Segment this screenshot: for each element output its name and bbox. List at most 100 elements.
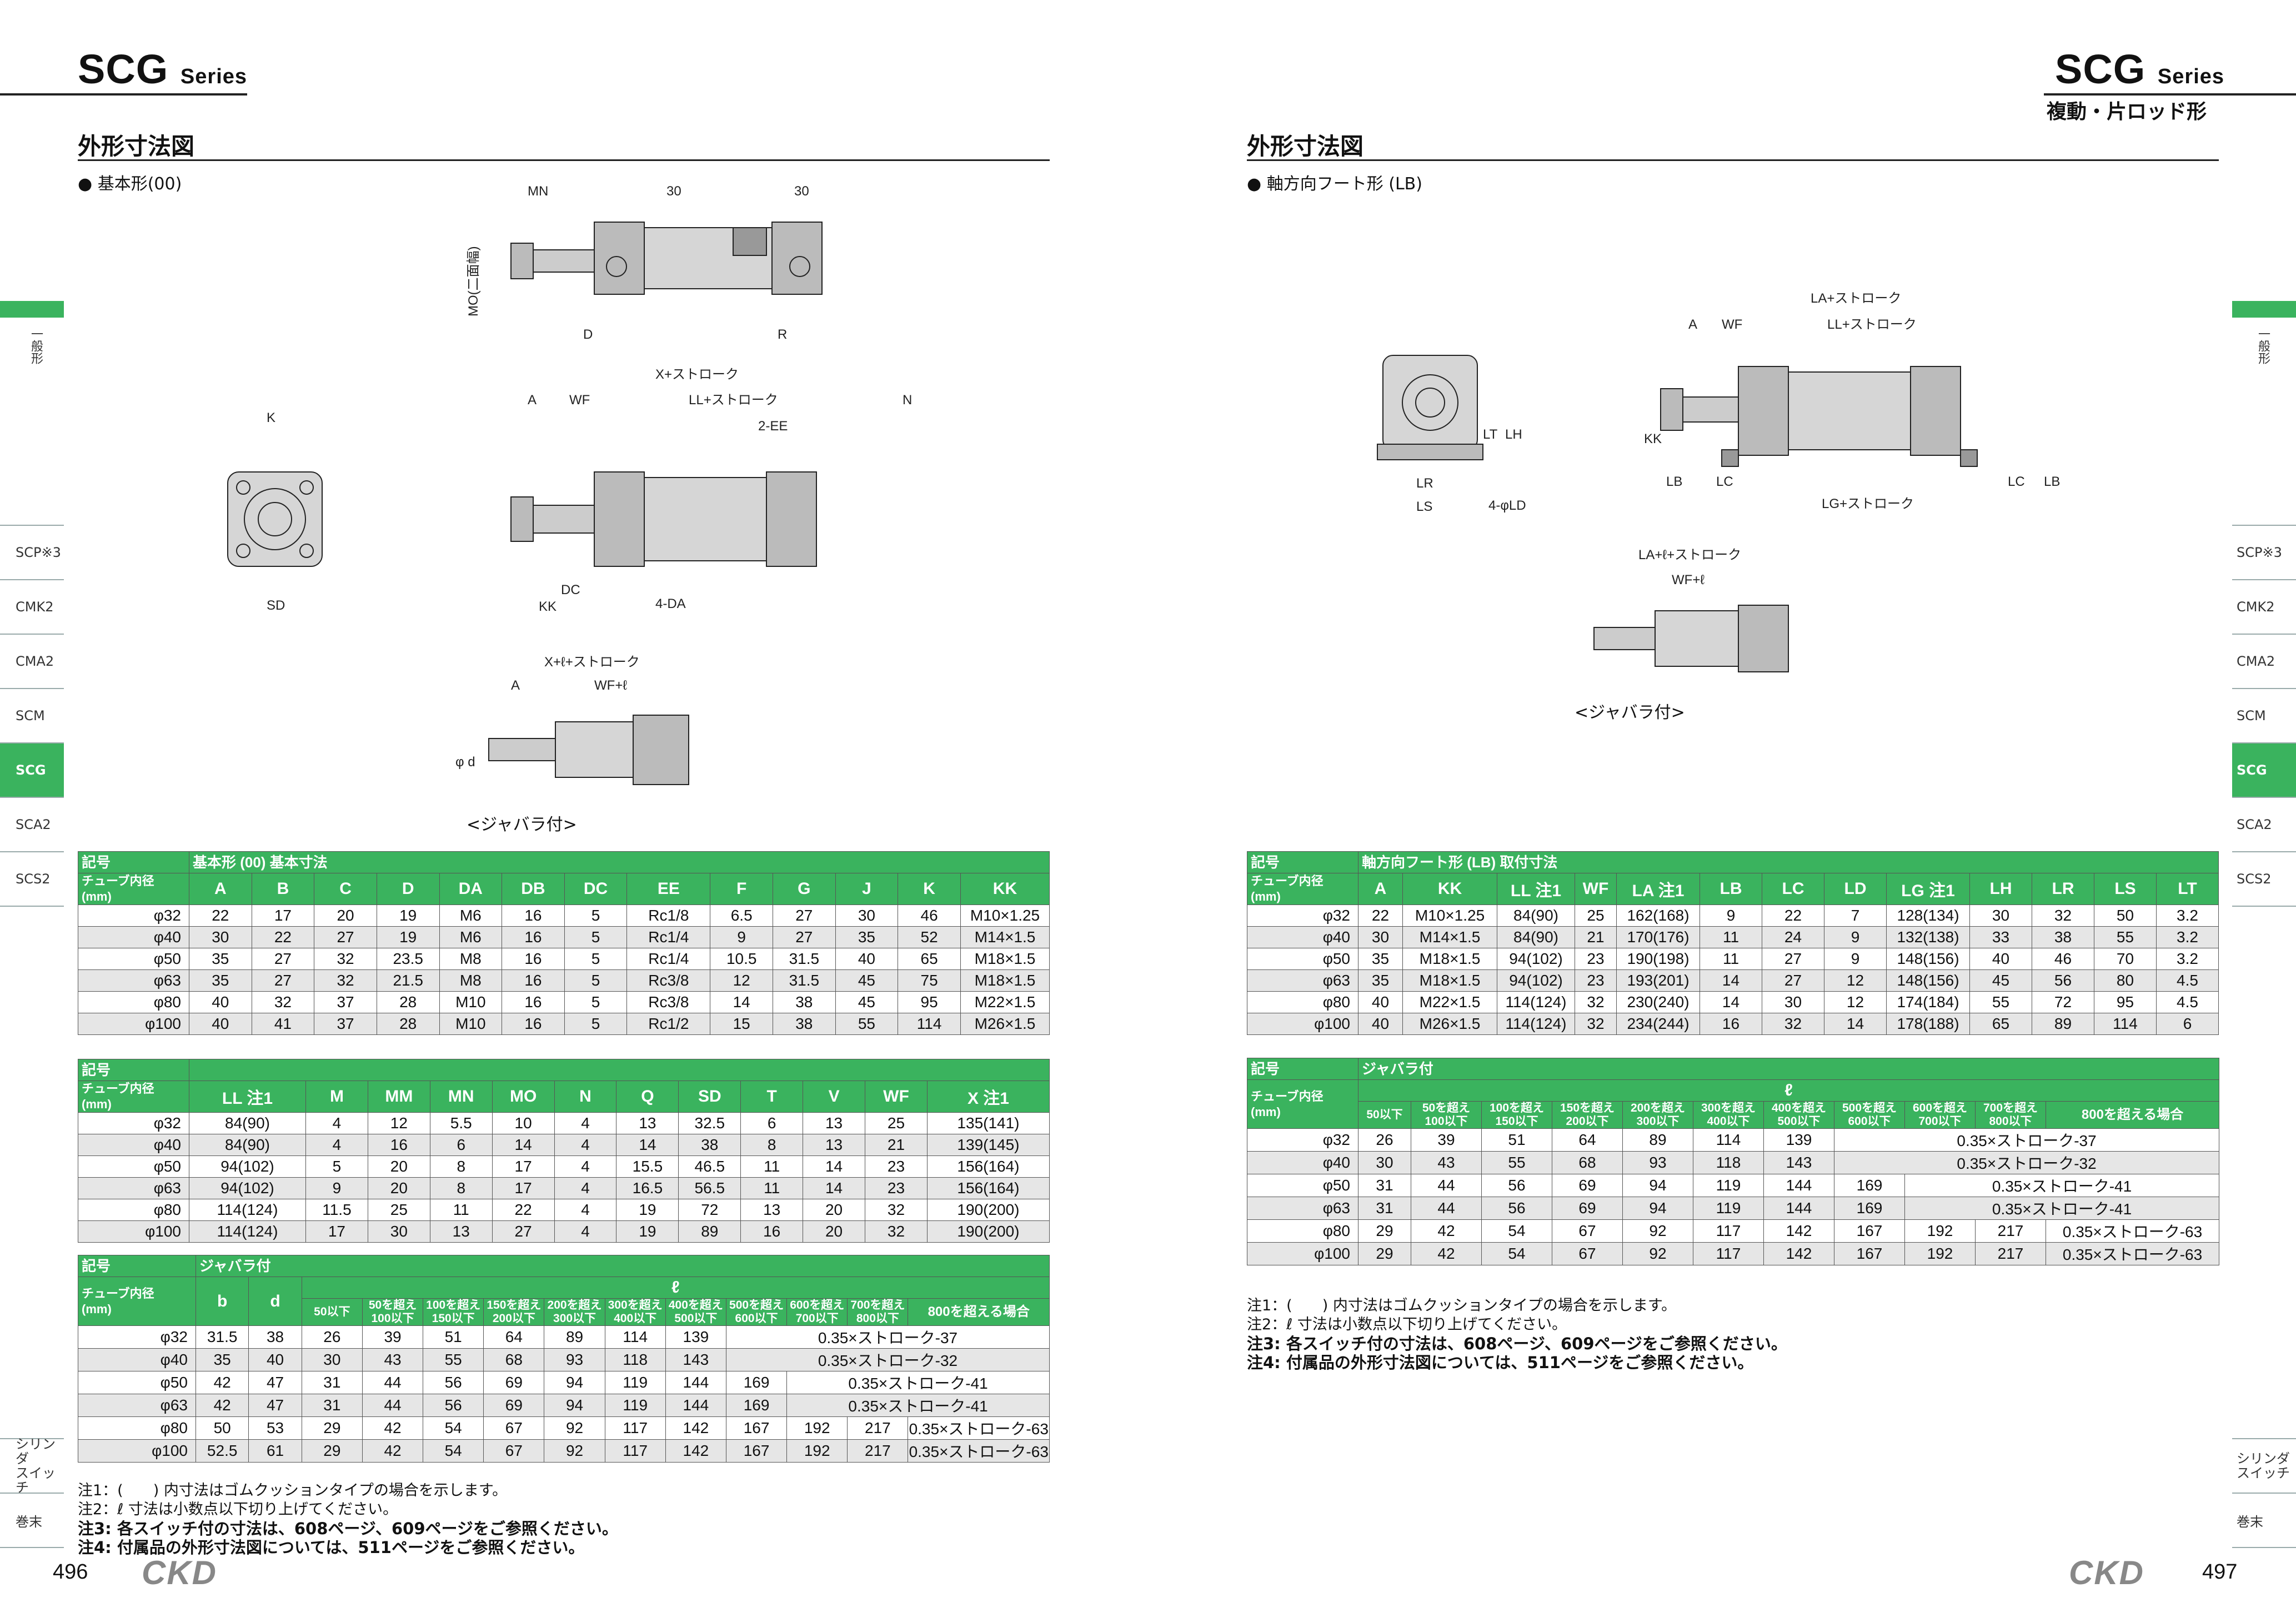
table-cell: Rc1/4 [626,948,711,970]
table-cell: 30 [367,1220,430,1243]
table-cell: 24 [1762,926,1824,948]
table-cell: 53 [248,1416,302,1440]
dim-mn: MN [528,184,548,199]
table-cell: 8 [429,1177,493,1199]
table-cell: 4 [554,1134,617,1156]
table-cell: 44 [1411,1197,1482,1220]
left-section-rule [78,159,1050,161]
dim-sd: SD [267,598,285,613]
table-cell: 56.5 [678,1177,741,1199]
row-label: φ100 [78,1220,189,1243]
table-cell: 94(102) [189,1155,306,1178]
col-x: X 注1 [926,1081,1050,1113]
table-cell: 51 [1481,1128,1552,1152]
table-cell: 5 [564,905,628,927]
dim-d: D [583,327,593,342]
range-5: 300を超え 400以下 [604,1298,666,1326]
table-cell: 16 [367,1134,430,1156]
table-cell: 46 [898,905,961,927]
end-view [227,471,323,567]
table-cell: 27 [314,926,377,948]
row-label: φ63 [1247,1197,1358,1220]
sidebar-item-sca2[interactable]: SCA2 [2232,798,2296,852]
table-cell: 12 [367,1112,430,1134]
sidebar-item-appendix[interactable]: 巻末 [2232,1494,2296,1548]
sidebar-item-cma2[interactable]: CMA2 [2232,635,2296,689]
sidebar-item-sca2[interactable]: SCA2 [0,798,64,852]
sidebar-item-appendix[interactable]: 巻末 [0,1494,64,1548]
table-cell: 4 [554,1199,617,1221]
table-cell: 6 [429,1134,493,1156]
table-cell: 32 [314,969,377,992]
table-cell: 178(188) [1886,1013,1970,1035]
sidebar-item-cylinder-switch[interactable]: シリンダ スイッチ [2232,1439,2296,1494]
table-cell: 143 [665,1348,726,1371]
table-cell: 56 [2032,969,2094,992]
sidebar-item-scg[interactable]: SCG [0,743,64,798]
sidebar-item-scp3[interactable]: SCP※3 [2232,526,2296,580]
table-cell: 55 [1969,991,2032,1013]
table-cell: 32 [2032,905,2094,927]
table-cell: 56 [1481,1174,1552,1197]
bellows-view-foot [1593,605,1789,672]
table-cell: 42 [362,1439,424,1463]
table-cell: 32.5 [678,1112,741,1134]
sidebar-item-scm[interactable]: SCM [0,689,64,743]
sidebar-item-cmk2[interactable]: CMK2 [0,580,64,635]
dim-lc2: LC [2008,474,2025,489]
table-cell: M6 [439,905,503,927]
table-cell: 55 [835,1013,899,1035]
table-cell: 47 [248,1394,302,1417]
sidebar-item-cma2[interactable]: CMA2 [0,635,64,689]
table-cell: 64 [1552,1128,1623,1152]
sidebar-item-scs2[interactable]: SCS2 [2232,852,2296,907]
table-cell: 174(184) [1886,991,1970,1013]
table-cell: 31 [1358,1197,1411,1220]
table-cell: 22 [189,905,252,927]
table-cell: 5 [305,1155,368,1178]
table-cell: 22 [251,926,315,948]
row-label: φ50 [78,948,189,970]
table-cell: 23 [865,1155,928,1178]
table-cell: 30 [835,905,899,927]
table-cell: 20 [803,1220,866,1243]
table-cell: 193(201) [1616,969,1700,992]
table-cell: 14 [803,1155,866,1178]
col-f: F [710,873,773,905]
table-cell: M18×1.5 [960,969,1050,992]
sidebar-item-cmk2[interactable]: CMK2 [2232,580,2296,635]
sidebar-item-scg[interactable]: SCG [2232,743,2296,798]
range-0: 50以下 [1358,1101,1411,1129]
table-cell: 45 [835,969,899,992]
table-cell: 69 [483,1394,545,1417]
col-t: T [740,1081,804,1113]
sidebar-item-scp3[interactable]: SCP※3 [0,526,64,580]
table-cell: 67 [1552,1219,1623,1243]
right-section-title: 外形寸法図 [1247,133,1364,160]
sidebar-item-scs2[interactable]: SCS2 [0,852,64,907]
table-cell: 47 [248,1371,302,1394]
table-cell: 14 [1824,1013,1887,1035]
row-label: φ80 [78,1199,189,1221]
tube-header: チューブ内径 (mm) [1247,1079,1358,1129]
dim-r: R [778,327,787,342]
table-cell: 84(90) [1497,926,1575,948]
table-cell: 89 [2032,1013,2094,1035]
table-cell: 11 [740,1177,804,1199]
table-cell: 167 [725,1439,788,1463]
table-cell: 0.35×ストローク-63 [2045,1219,2220,1243]
col-lh: LH [1969,873,2032,905]
sidebar-item-cylinder-switch[interactable]: シリンダ スイッチ [0,1437,64,1495]
table-cell: 35 [835,926,899,948]
table-cell: 54 [423,1439,484,1463]
sidebar-item-scm[interactable]: SCM [2232,689,2296,743]
col-d: d [248,1277,302,1326]
table-cell: 16 [502,926,565,948]
